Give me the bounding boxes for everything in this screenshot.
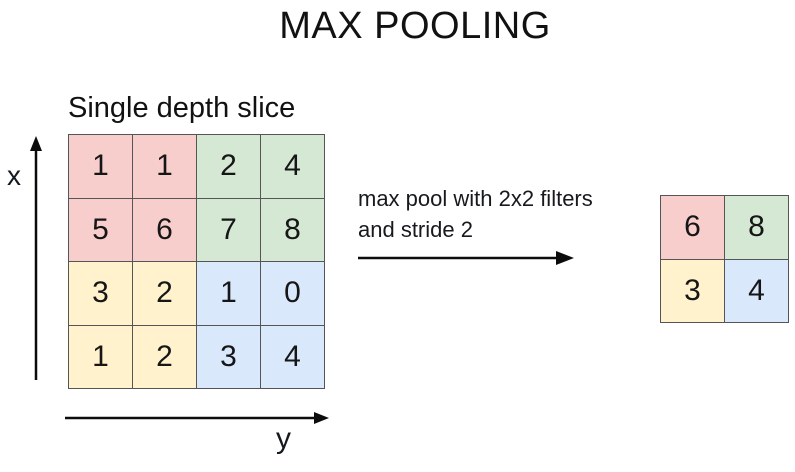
grid-cell: 2 [133, 325, 196, 388]
grid-cell: 7 [197, 198, 260, 261]
y-axis-label: y [276, 422, 291, 455]
y-axis-arrow [65, 412, 329, 424]
page-title: MAX POOLING [279, 5, 551, 47]
pooling-description: max pool with 2x2 filters and stride 2 [358, 186, 593, 242]
grid-cell: 6 [661, 196, 724, 259]
x-axis-arrow [30, 136, 42, 380]
grid-cell: 4 [261, 325, 324, 388]
input-grid-label: Single depth slice [68, 92, 296, 124]
grid-cell: 2 [197, 135, 260, 198]
grid-cell: 0 [261, 262, 324, 325]
grid-cell: 1 [197, 262, 260, 325]
arrow-up-icon [30, 136, 42, 151]
grid-cell: 2 [133, 262, 196, 325]
grid-cell: 3 [69, 262, 132, 325]
grid-cell: 5 [69, 198, 132, 261]
arrow-right-icon [556, 251, 574, 265]
grid-cell: 3 [661, 259, 724, 322]
grid-cell: 1 [69, 135, 132, 198]
grid-cell: 4 [725, 259, 788, 322]
pooling-arrow [358, 251, 574, 265]
grid-cell: 8 [725, 196, 788, 259]
grid-cell: 1 [69, 325, 132, 388]
arrow-right-icon [314, 412, 329, 424]
grid-cell: 8 [261, 198, 324, 261]
grid-cell: 6 [133, 198, 196, 261]
grid-cell: 4 [261, 135, 324, 198]
x-axis-label: x [7, 160, 21, 191]
grid-cell: 3 [197, 325, 260, 388]
grid-cell: 1 [133, 135, 196, 198]
